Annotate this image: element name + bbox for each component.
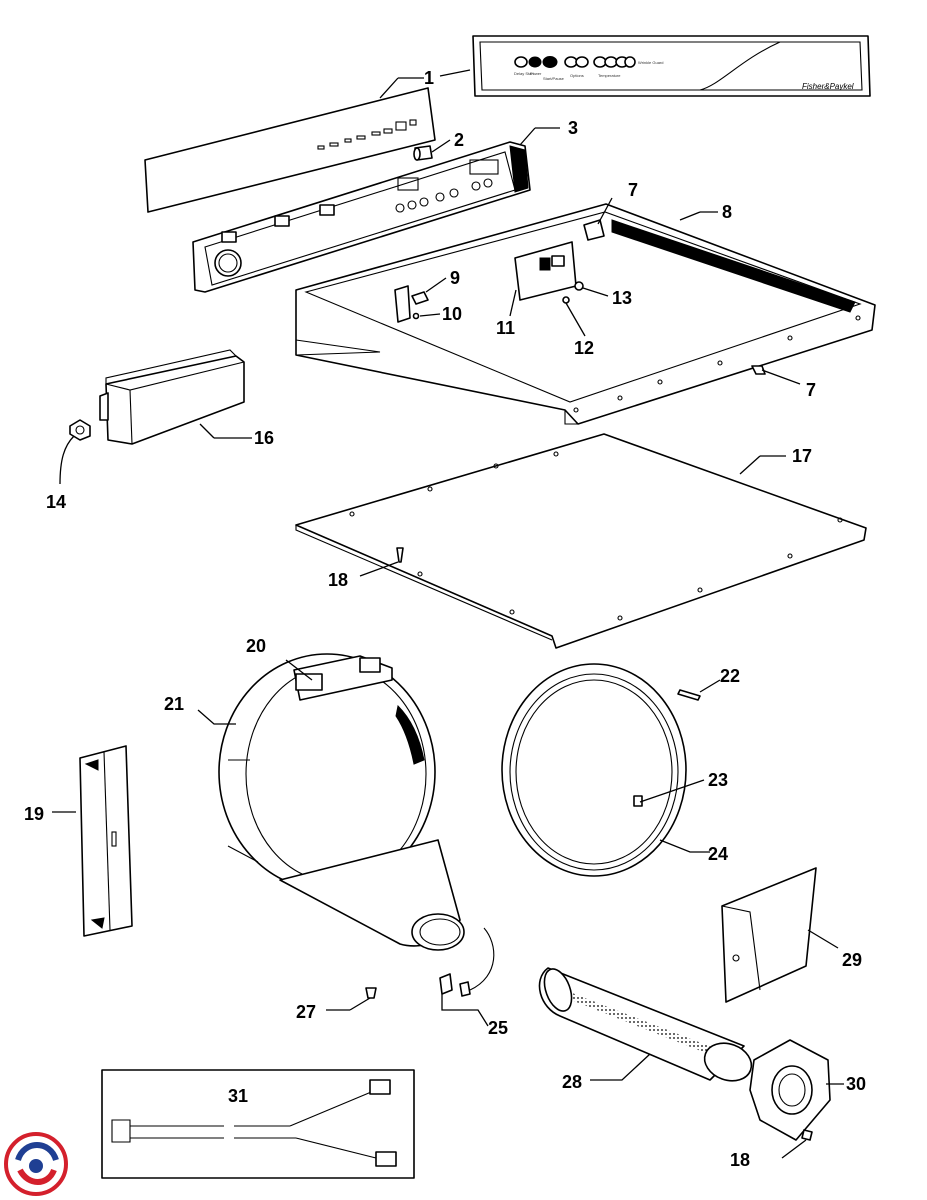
panel-brand-text: Fisher&Paykel [802, 82, 854, 91]
panel-label-wrinkle-guard: Wrinkle Guard [638, 60, 664, 65]
callout-30: 30 [846, 1074, 866, 1094]
part-27-screw [326, 987, 377, 1011]
callout-12: 12 [574, 338, 594, 358]
part-16-filter-housing [99, 349, 252, 445]
part-1-control-overlay [144, 87, 436, 213]
callout-labels: 1 2 3 7 8 9 10 11 12 13 7 14 16 17 18 20… [24, 68, 866, 1170]
callout-9: 9 [450, 268, 460, 288]
part-3-console [192, 127, 560, 293]
panel-label-temperature: Temperature [598, 73, 621, 78]
callout-16: 16 [254, 428, 274, 448]
callout-1: 1 [424, 68, 434, 88]
callout-18-bottom: 18 [730, 1150, 750, 1170]
panel-label-delay-start: Delay Start [514, 71, 535, 76]
part-24-bulkhead-ring [501, 663, 710, 877]
callout-20: 20 [246, 636, 266, 656]
part-8-top-cabinet [295, 203, 876, 425]
callout-13: 13 [612, 288, 632, 308]
cabinet-screw-holes [573, 315, 861, 413]
callout-7-top: 7 [628, 180, 638, 200]
part-29-duct [721, 867, 839, 1003]
callout-17: 17 [792, 446, 812, 466]
part-21-front-shroud [197, 653, 495, 1027]
callout-23: 23 [708, 770, 728, 790]
callout-8: 8 [722, 202, 732, 222]
small-fasteners [411, 197, 801, 385]
callout-14: 14 [46, 492, 66, 512]
callout-leaders [379, 69, 471, 99]
callout-19: 19 [24, 804, 44, 824]
brand-logo-icon [4, 1132, 68, 1196]
part-17-top-plate [295, 433, 867, 649]
callout-28: 28 [562, 1072, 582, 1092]
callout-7-right: 7 [806, 380, 816, 400]
callout-25: 25 [488, 1018, 508, 1038]
part-28-drum-tube [538, 967, 753, 1082]
panel-buttons [514, 56, 636, 68]
callout-31: 31 [228, 1086, 248, 1106]
part-30-rear-bearing [749, 1039, 844, 1159]
part-2-knob [413, 139, 451, 161]
control-panel-inset: Delay Start Power Start/Pause Options Te… [472, 35, 871, 97]
part-19-side-bracket [52, 745, 133, 937]
callout-27: 27 [296, 1002, 316, 1022]
panel-label-start-pause: Start/Pause [543, 76, 565, 81]
callout-11: 11 [496, 318, 515, 338]
callout-29: 29 [842, 950, 862, 970]
callout-22: 22 [720, 666, 740, 686]
callout-24: 24 [708, 844, 728, 864]
panel-label-options: Options [570, 73, 584, 78]
plate-holes [349, 451, 843, 621]
part-14-grommet [59, 419, 91, 485]
panel-label-power: Power [530, 71, 542, 76]
callout-10: 10 [442, 304, 462, 324]
callout-18-plate: 18 [328, 570, 348, 590]
part-22-screw [677, 679, 721, 701]
callout-2: 2 [454, 130, 464, 150]
callout-3: 3 [568, 118, 578, 138]
callout-21: 21 [164, 694, 184, 714]
part-31-cord-box [101, 1069, 415, 1179]
